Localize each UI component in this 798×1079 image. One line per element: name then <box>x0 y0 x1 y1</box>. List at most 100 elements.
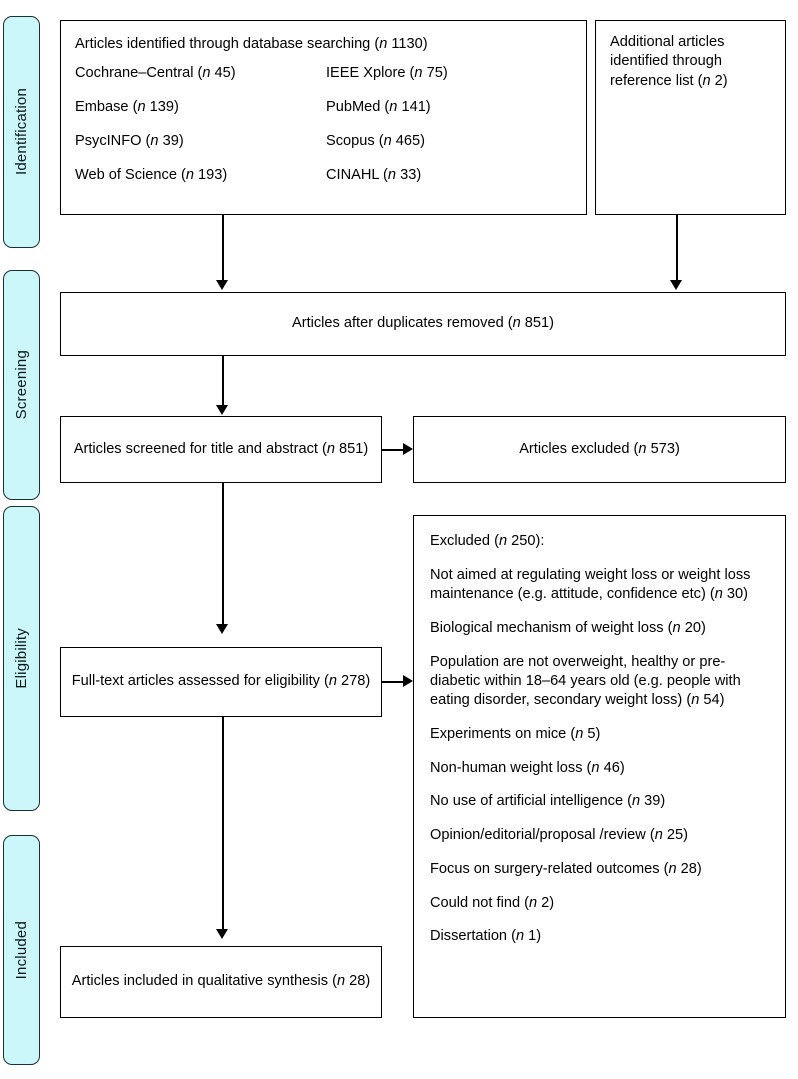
exclusion-reason-item: Non-human weight loss (n 46) <box>430 759 769 778</box>
exclusion-reason-item: Experiments on mice (n 5) <box>430 725 769 744</box>
fulltext-assessed-count: 278) <box>336 673 371 690</box>
database-search-box: Articles identified through database sea… <box>60 20 587 215</box>
n-symbol: n <box>672 619 681 636</box>
fulltext-assessed-box: Full-text articles assessed for eligibil… <box>60 647 382 717</box>
database-search-heading-count: 1130) <box>387 36 428 52</box>
fulltext-assessed-label: Full-text articles assessed for eligibil… <box>71 673 329 690</box>
connector-fulltext-to-exclusions <box>382 681 406 683</box>
source-cinahl-count: 33) <box>396 167 422 184</box>
source-pubmed-count: 141) <box>397 99 431 116</box>
exclusion-reason-item: Biological mechanism of weight loss (n 2… <box>430 619 769 638</box>
n-symbol: n <box>575 725 584 742</box>
qualitative-synthesis-text: Articles included in qualitative synthes… <box>62 972 381 991</box>
exclusion-reason-text: Opinion/editorial/proposal /review ( <box>430 827 655 843</box>
articles-excluded-text: Articles excluded (n 573) <box>509 440 690 459</box>
arrowhead-down <box>216 624 228 634</box>
n-symbol: n <box>631 793 641 810</box>
exclusion-reason-count: 25) <box>662 827 688 843</box>
source-web-of-science-count: 193) <box>193 167 228 184</box>
arrowhead-down <box>670 280 682 290</box>
source-scopus-name: Scopus ( <box>326 133 384 150</box>
articles-screened-count: 851) <box>334 440 369 457</box>
source-embase-name: Embase ( <box>75 99 138 116</box>
n-symbol: n <box>202 65 211 82</box>
duplicates-removed-text: Articles after duplicates removed (n 851… <box>282 314 564 333</box>
n-symbol: n <box>328 673 337 690</box>
n-symbol: n <box>512 315 521 332</box>
stage-label-included: Included <box>3 835 40 1065</box>
source-scopus-count: 465) <box>391 133 425 150</box>
connector-duplicates-to-screened <box>222 356 224 406</box>
exclusion-reason-text: Population are not overweight, healthy o… <box>430 653 741 709</box>
qualitative-synthesis-box: Articles included in qualitative synthes… <box>60 946 382 1018</box>
source-row: Embase (n 139) PubMed (n 141) <box>61 98 586 132</box>
source-ieee: IEEE Xplore (n 75) <box>326 64 448 83</box>
articles-screened-box: Articles screened for title and abstract… <box>60 416 382 483</box>
arrowhead-right <box>403 443 413 455</box>
exclusion-reason-text: Not aimed at regulating weight loss or w… <box>430 566 751 602</box>
fulltext-assessed-text: Full-text articles assessed for eligibil… <box>62 672 380 691</box>
connector-screened-to-fulltext <box>222 483 224 625</box>
database-search-heading: Articles identified through database sea… <box>61 21 586 54</box>
reference-list-text: Additional articles identified through r… <box>596 21 785 103</box>
source-embase-count: 139) <box>145 99 179 116</box>
source-cinahl: CINAHL (n 33) <box>326 166 421 185</box>
source-embase: Embase (n 139) <box>75 98 179 117</box>
n-symbol: n <box>691 692 700 708</box>
exclusion-reason-count: 2) <box>537 894 555 911</box>
source-ieee-name: IEEE Xplore ( <box>326 65 415 82</box>
n-symbol: n <box>414 65 423 82</box>
n-symbol: n <box>702 72 711 89</box>
n-symbol: n <box>515 928 525 945</box>
articles-excluded-label: Articles excluded ( <box>519 440 639 457</box>
exclusion-reason-count: 54) <box>699 692 725 708</box>
duplicates-removed-count: 851) <box>520 315 554 332</box>
n-symbol: n <box>591 759 600 776</box>
connector-fulltext-to-included <box>222 717 224 930</box>
exclusion-reason-count: 30) <box>722 586 749 602</box>
articles-excluded-box: Articles excluded (n 573) <box>413 416 786 483</box>
source-psycinfo-name: PsycINFO ( <box>75 133 151 150</box>
connector-database-to-duplicates <box>222 215 224 281</box>
n-symbol: n <box>528 894 538 911</box>
articles-excluded-count: 573) <box>646 440 680 457</box>
arrowhead-down <box>216 405 228 415</box>
exclusion-reason-count: 20) <box>680 619 706 636</box>
n-symbol: n <box>326 440 335 457</box>
n-symbol: n <box>383 133 392 150</box>
duplicates-removed-box: Articles after duplicates removed (n 851… <box>60 292 786 356</box>
arrowhead-down <box>216 929 228 939</box>
reference-list-count: 2) <box>710 72 728 89</box>
source-cochrane-name: Cochrane–Central ( <box>75 65 203 82</box>
exclusion-reason-item: Population are not overweight, healthy o… <box>430 653 769 711</box>
source-scopus: Scopus (n 465) <box>326 132 425 151</box>
exclusion-reasons-box: Excluded (n 250): Not aimed at regulatin… <box>413 515 786 1018</box>
arrowhead-right <box>403 675 413 687</box>
exclusion-reason-count: 28) <box>676 860 702 877</box>
stage-label-screening: Screening <box>3 270 40 500</box>
stage-label-screening-text: Screening <box>13 350 30 420</box>
n-symbol: n <box>654 827 663 843</box>
exclusion-reason-count: 1) <box>524 928 542 945</box>
exclusion-reason-text: Dissertation ( <box>430 928 516 945</box>
exclusion-reason-item: Could not find (n 2) <box>430 894 769 913</box>
n-symbol: n <box>150 133 159 150</box>
n-symbol: n <box>498 533 508 549</box>
exclusion-reason-count: 46) <box>599 759 625 776</box>
exclusion-reason-item: Dissertation (n 1) <box>430 927 769 946</box>
source-web-of-science-name: Web of Science ( <box>75 167 186 184</box>
source-cochrane: Cochrane–Central (n 45) <box>75 64 236 83</box>
stage-label-included-text: Included <box>13 920 30 980</box>
source-psycinfo-count: 39) <box>158 133 184 150</box>
exclusion-reason-text: Focus on surgery-related outcomes ( <box>430 860 669 877</box>
source-ieee-count: 75) <box>422 65 448 82</box>
n-symbol: n <box>389 99 398 116</box>
arrowhead-down <box>216 280 228 290</box>
exclusion-reason-count: 39) <box>640 793 666 810</box>
source-row: PsycINFO (n 39) Scopus (n 465) <box>61 132 586 166</box>
source-cinahl-name: CINAHL ( <box>326 167 388 184</box>
connector-screened-to-excluded <box>382 449 406 451</box>
exclusion-heading: Excluded (n 250): <box>430 532 769 551</box>
n-symbol: n <box>336 973 346 990</box>
